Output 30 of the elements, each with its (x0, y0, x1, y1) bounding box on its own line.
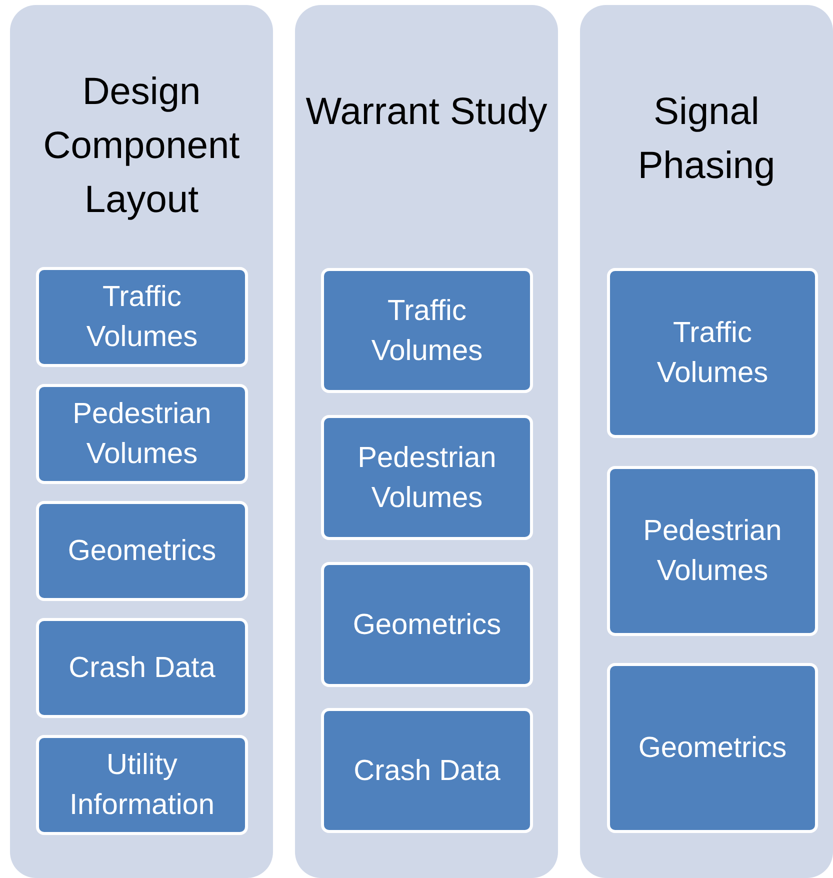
column-title: Design Component Layout (42, 70, 241, 223)
item-label: Traffic Volumes (85, 280, 199, 355)
column-title: Signal Phasing (636, 90, 776, 189)
column-title: Warrant Study (304, 90, 548, 135)
item-label: Crash Data (68, 651, 216, 686)
item-box (321, 562, 533, 687)
item-label: Geometrics (352, 608, 502, 642)
item-box (36, 735, 248, 835)
item-box (321, 268, 533, 393)
item-box (321, 708, 533, 833)
item-label: Geometrics (66, 534, 218, 569)
item-box (36, 384, 248, 484)
item-label: Pedestrian Volumes (356, 440, 498, 516)
item-label: Utility Information (68, 748, 216, 823)
item-box (36, 618, 248, 718)
item-label: Traffic Volumes (656, 316, 770, 391)
column-panel (580, 5, 833, 878)
item-box (36, 267, 248, 367)
item-label: Pedestrian Volumes (72, 397, 212, 472)
item-box (36, 501, 248, 601)
item-label: Geometrics (637, 731, 788, 766)
item-box (321, 415, 533, 540)
item-box (607, 663, 818, 833)
item-label: Pedestrian Volumes (642, 514, 783, 589)
item-box (607, 466, 818, 636)
item-label: Traffic Volumes (370, 294, 484, 368)
item-label: Crash Data (352, 754, 502, 788)
column-panel (295, 5, 558, 878)
column-panel (10, 5, 273, 878)
item-box (607, 268, 818, 438)
